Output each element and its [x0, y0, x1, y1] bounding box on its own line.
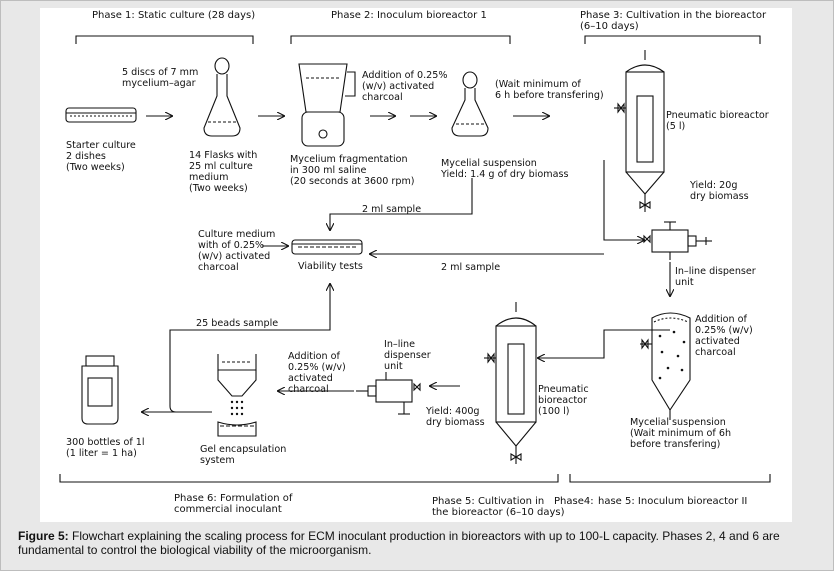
phase5-cultivation-title: Phase 5: Cultivation in the bioreactor (…	[432, 496, 565, 518]
conical-vessel-icon	[640, 312, 691, 420]
figure-panel	[40, 8, 792, 522]
flasks-label: 14 Flasks with 25 ml culture medium (Two…	[189, 150, 258, 194]
phase6-title: Phase 6: Formulation of commercial inocu…	[174, 493, 293, 515]
culture-medium-label: Culture medium with of 0.25% (w/v) activ…	[198, 229, 276, 273]
gel-label: Gel encapsulation system	[200, 444, 287, 466]
phase2-bracket	[290, 35, 511, 44]
charcoal-add-mid-label: Addition of 0.25% (w/v) activated charco…	[288, 351, 346, 395]
phase3-title: Phase 3: Cultivation in the bioreactor (…	[580, 10, 767, 32]
starter-dish-icon	[65, 107, 137, 123]
charcoal-add-right-label: Addition of 0.25% (w/v) activated charco…	[695, 314, 753, 358]
gel-droplets	[230, 400, 244, 416]
phase1-bracket	[75, 35, 254, 44]
phase4-overlap-label: Phase4:	[553, 496, 595, 507]
yield20-label: Yield: 20g dry biomass	[690, 180, 749, 202]
suspension1-label: Mycelial suspension Yield: 1.4 g of dry …	[441, 158, 569, 180]
gel-system-icon	[217, 354, 257, 437]
starter-label: Starter culture 2 dishes (Two weeks)	[66, 140, 136, 173]
dispenser-right-icon	[643, 221, 712, 260]
wait1-label: (Wait minimum of 6 h before transfering)	[495, 79, 604, 101]
phase1-title: Phase 1: Static culture (28 days)	[92, 10, 256, 21]
phase3-bracket	[584, 35, 761, 44]
flask-icon	[203, 57, 241, 137]
bottle-icon	[81, 355, 119, 425]
bioreactor-5l-icon	[614, 50, 665, 212]
viability-label: Viability tests	[298, 261, 363, 272]
line-suspension-sample	[330, 178, 473, 230]
line-vessel-to-100l	[538, 329, 670, 358]
dispenser-right-label: In–line dispenser unit	[675, 266, 756, 288]
flask2-icon	[451, 71, 489, 137]
flowchart-diagram	[59, 35, 771, 483]
pneumatic5-label: Pneumatic bioreactor (5 l)	[666, 110, 769, 132]
charcoal-add1-label: Addition of 0.25% (w/v) activated charco…	[362, 70, 448, 103]
discs-label: 5 discs of 7 mm mycelium–agar	[122, 67, 199, 89]
phase2-title: Phase 2: Inoculum bioreactor 1	[331, 10, 487, 21]
caption-text: Flowchart explaining the scaling process…	[18, 529, 780, 557]
dispenser-mid-label: In–line dispenser unit	[384, 339, 431, 372]
sample-top-label: 2 ml sample	[362, 204, 422, 215]
bottles-label: 300 bottles of 1l (1 liter = 1 ha)	[66, 437, 145, 459]
line-beads-sample	[169, 284, 330, 413]
viability-dish-icon	[291, 239, 363, 255]
suspension2-label: Mycelial suspension (Wait minimum of 6h …	[630, 417, 732, 450]
phase5-inoculum-title: hase 5: Inoculum bioreactor II	[598, 496, 748, 507]
vessel-particles	[658, 330, 686, 380]
bioreactor-100l-icon	[484, 302, 537, 464]
caption-label: Figure 5:	[18, 529, 69, 543]
pneumatic100-label: Pneumatic bioreactor (100 l)	[538, 384, 589, 417]
figure-caption: Figure 5: Flowchart explaining the scali…	[18, 529, 818, 557]
yield400-label: Yield: 400g dry biomass	[426, 406, 485, 428]
phase5-bracket	[569, 474, 771, 483]
fragmentation-label: Mycelium fragmentation in 300 ml saline …	[290, 154, 415, 187]
blender-icon	[298, 63, 356, 147]
phase6-bracket	[59, 474, 559, 483]
line-reactor-to-dispenser	[603, 160, 644, 240]
sample-mid-label: 2 ml sample	[441, 262, 501, 273]
beads-label: 25 beads sample	[196, 318, 279, 329]
dispenser-mid-icon	[356, 372, 421, 415]
